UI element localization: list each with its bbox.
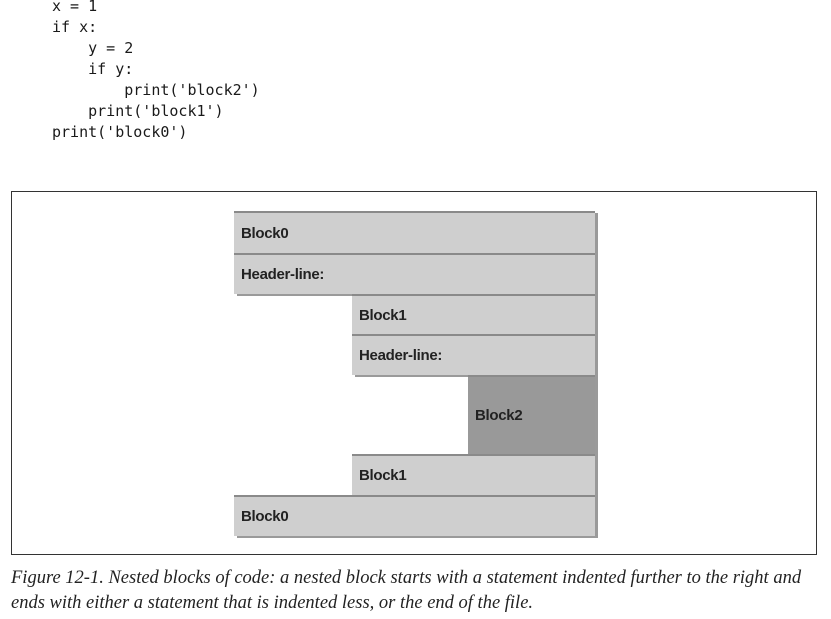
code-line: print('block1') [52, 102, 224, 120]
block-label: Header-line: [241, 266, 325, 283]
figure-caption: Figure 12-1. Nested blocks of code: a ne… [11, 568, 802, 613]
block1-bottom: Block1 [352, 454, 595, 495]
block0-bottom: Block0 [234, 495, 595, 536]
code-listing: x = 1 if x: y = 2 if y: print('block2') p… [52, 0, 260, 143]
block2: Block2 [468, 375, 595, 454]
block1-top: Block1 [352, 294, 595, 334]
block-label: Block2 [475, 407, 523, 424]
code-line: if y: [52, 60, 134, 78]
header-line-outer: Header-line: [234, 253, 595, 294]
code-line: print('block0') [52, 123, 188, 141]
block0-top: Block0 [234, 211, 595, 253]
code-line: y = 2 [52, 39, 134, 57]
code-line: if x: [52, 18, 98, 36]
block-label: Header-line: [359, 347, 443, 364]
block-label: Block0 [241, 508, 289, 525]
header-line-inner: Header-line: [352, 334, 595, 375]
code-line: print('block2') [52, 81, 260, 99]
block-label: Block0 [241, 224, 289, 242]
block-label: Block1 [359, 467, 407, 484]
code-line: x = 1 [52, 0, 98, 15]
figure-frame: Block0 Header-line: Block1 Header-line: … [11, 191, 817, 555]
block-label: Block1 [359, 306, 407, 324]
